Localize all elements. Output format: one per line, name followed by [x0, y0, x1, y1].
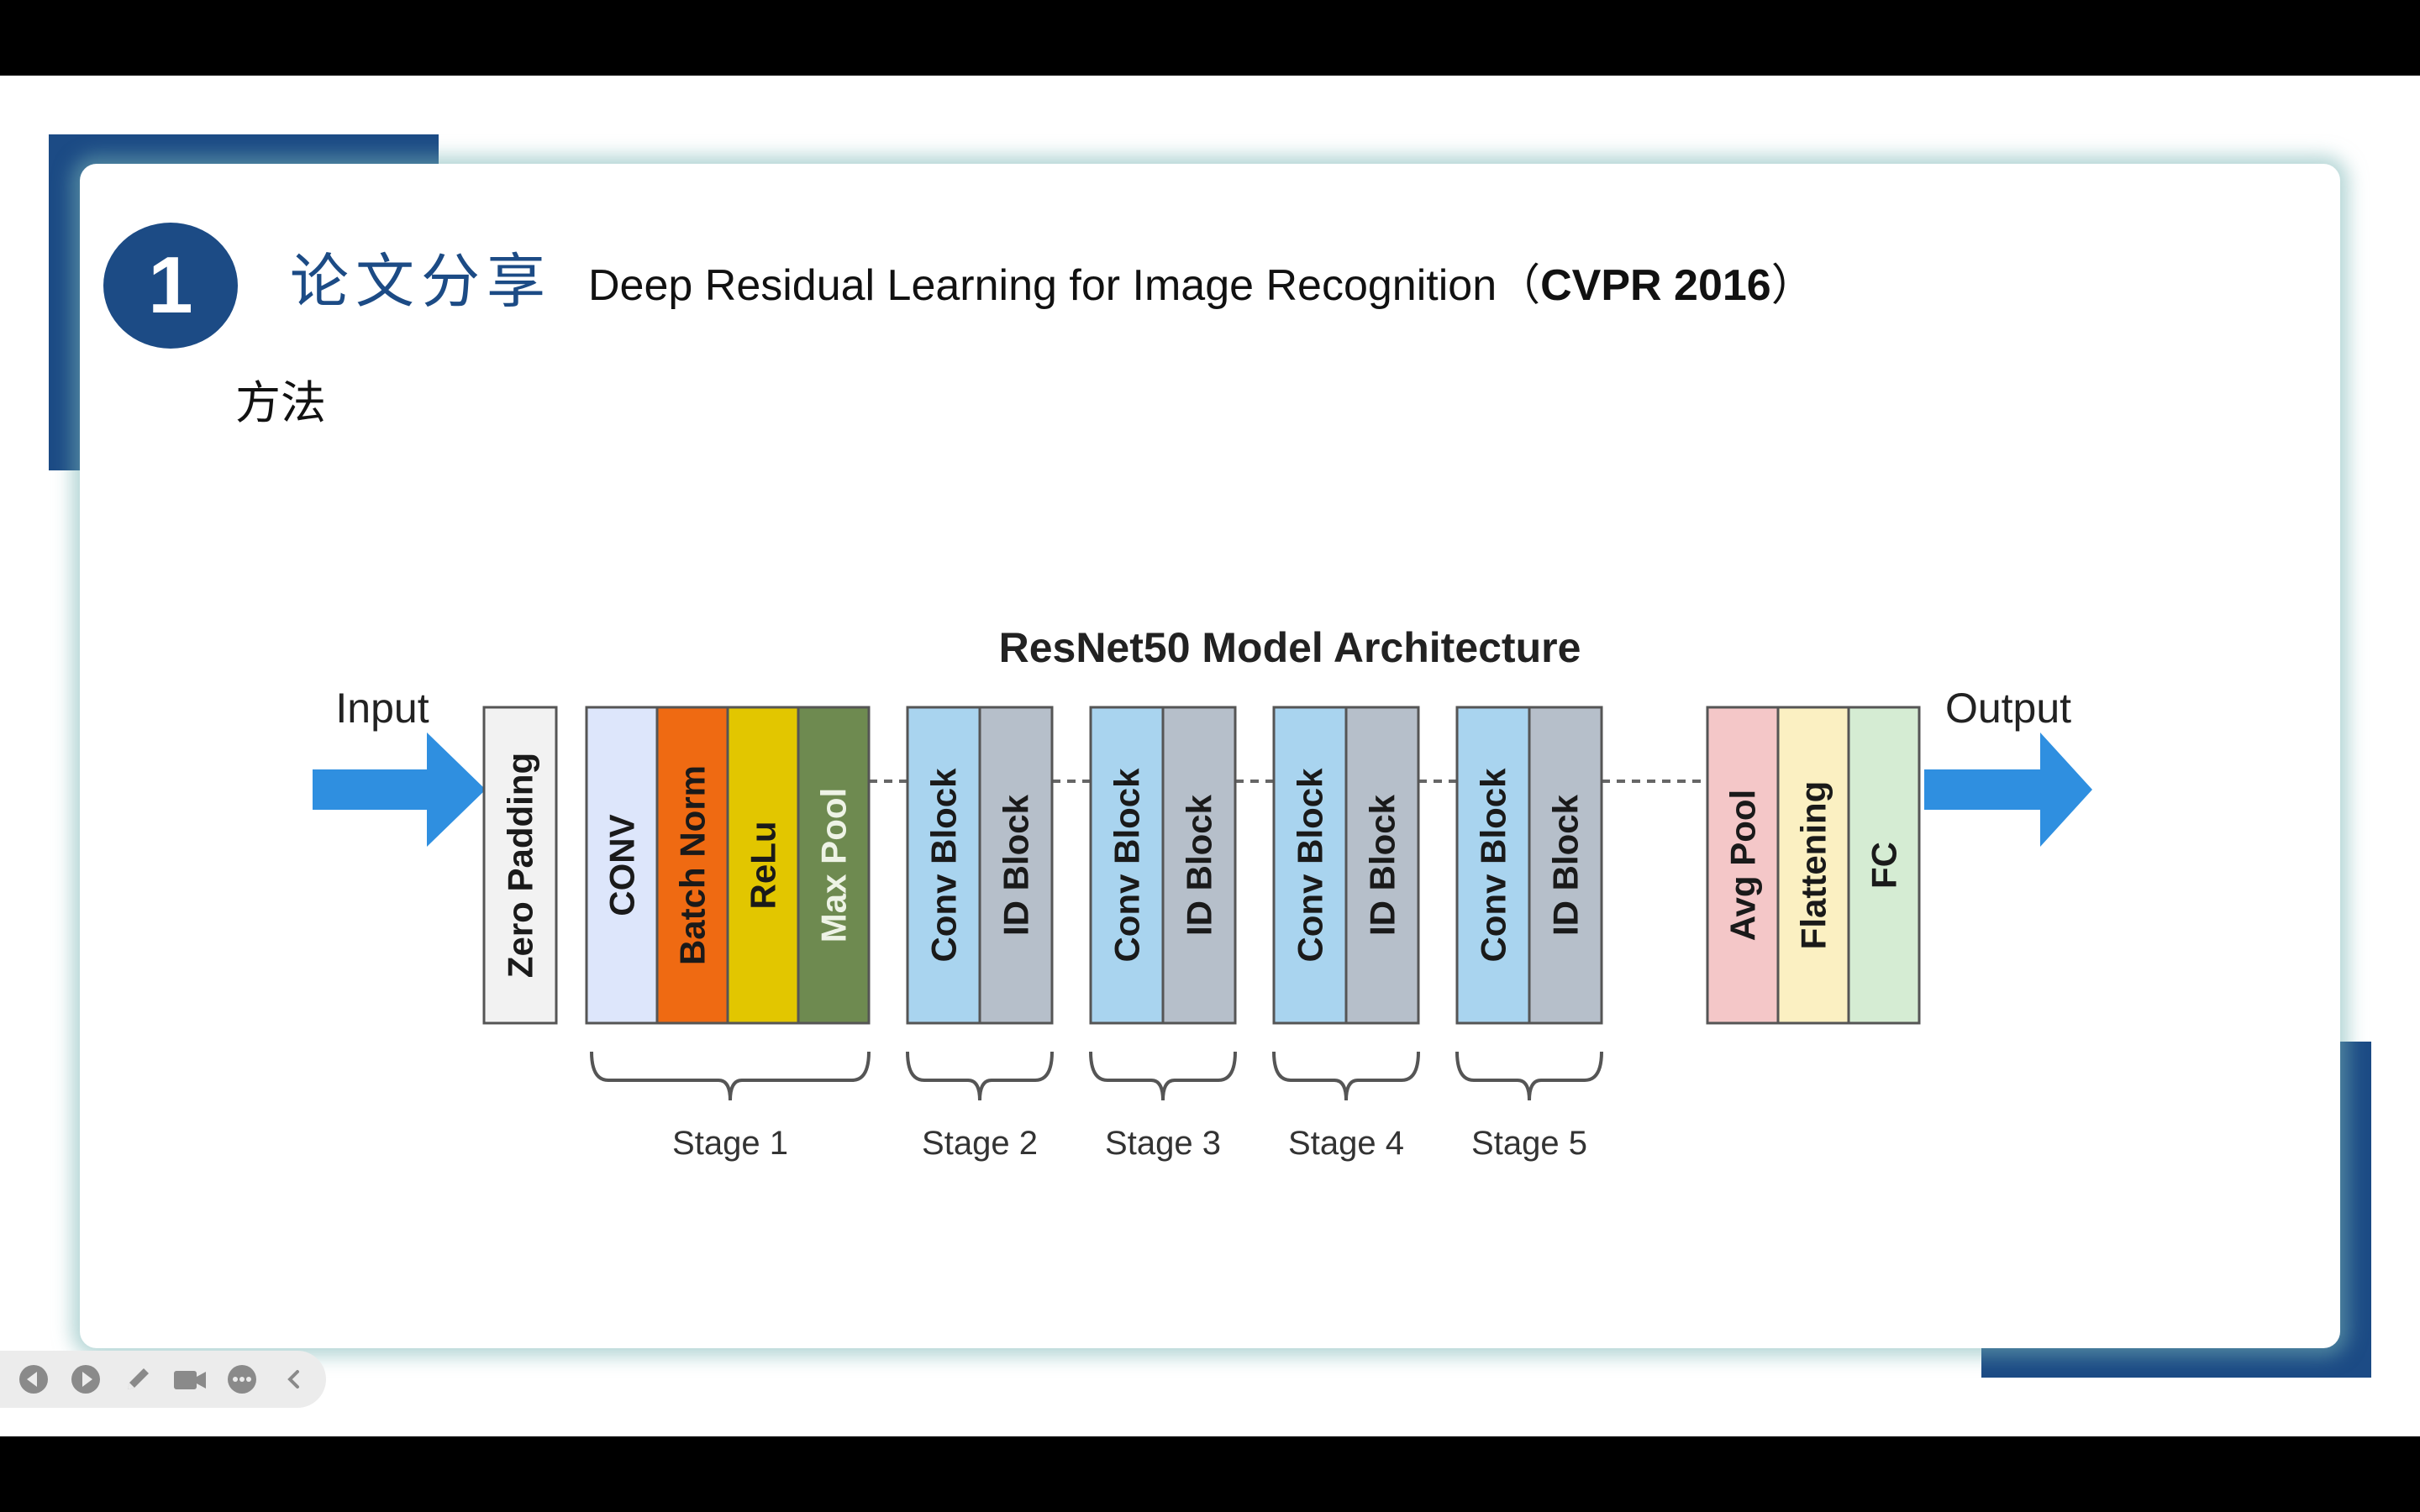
block-label: ID Block [1546, 794, 1586, 936]
next-slide-button[interactable] [64, 1357, 108, 1401]
block-zero-padding-0: Zero Padding [482, 706, 558, 1025]
stage-brace-1 [590, 1051, 871, 1101]
block-rect [978, 706, 1054, 1025]
block-rect [1161, 706, 1237, 1025]
block-label: ID Block [1363, 794, 1402, 936]
block-rect [797, 706, 871, 1025]
stage-label-2: Stage 2 [922, 1125, 1038, 1162]
paper-title-text: Deep Residual Learning for Image Recogni… [588, 261, 1497, 310]
stage-label-3: Stage 3 [1105, 1125, 1221, 1162]
block-label: Conv Block [1291, 768, 1330, 963]
block-relu-3: ReLu [726, 706, 800, 1025]
block-batch-norm-2: Batch Norm [655, 706, 729, 1025]
block-label: Flattening [1794, 781, 1833, 950]
block-conv-block-5: Conv Block [906, 706, 981, 1025]
stage-brace-5 [1455, 1051, 1603, 1101]
stage-brace-2 [906, 1051, 1054, 1101]
block-conv-1: CONV [585, 706, 659, 1025]
camera-button[interactable] [168, 1357, 212, 1401]
block-fc-15: FC [1847, 706, 1921, 1025]
output-arrow-icon [1924, 732, 2092, 847]
block-rect [655, 706, 729, 1025]
block-label: Batch Norm [673, 765, 713, 965]
block-id-block-12: ID Block [1528, 706, 1603, 1025]
pen-tool-button[interactable] [116, 1357, 160, 1401]
block-rect [1528, 706, 1603, 1025]
block-flattening-14: Flattening [1776, 706, 1850, 1025]
stage-brace-4 [1272, 1051, 1420, 1101]
block-label: Max Pool [814, 788, 854, 942]
next-icon [71, 1365, 100, 1394]
block-label: Conv Block [1474, 768, 1513, 963]
block-max-pool-4: Max Pool [797, 706, 871, 1025]
more-options-button[interactable] [220, 1357, 264, 1401]
block-label: Conv Block [924, 768, 964, 963]
camera-icon [174, 1371, 206, 1389]
block-label: CONV [602, 814, 642, 916]
block-avg-pool-13: Avg Pool [1706, 706, 1780, 1025]
block-label: ID Block [1180, 794, 1219, 936]
subheading-method: 方法 [235, 376, 326, 429]
block-rect [1706, 706, 1780, 1025]
input-label: Input [335, 685, 429, 732]
block-rect [482, 706, 558, 1025]
prev-icon [19, 1365, 48, 1394]
more-icon [228, 1365, 256, 1394]
block-conv-block-9: Conv Block [1272, 706, 1348, 1025]
stage-braces: Stage 1 Stage 2 Stage 3 Stage 4 Stage 5 [590, 1051, 1603, 1162]
prev-slide-button[interactable] [12, 1357, 55, 1401]
paren-close: ） [1770, 261, 1815, 310]
block-label: ReLu [744, 822, 783, 910]
stage-label-4: Stage 4 [1288, 1125, 1404, 1162]
paper-title: Deep Residual Learning for Image Recogni… [588, 259, 1815, 312]
block-rect [1847, 706, 1921, 1025]
block-rect [1776, 706, 1850, 1025]
block-label: FC [1865, 842, 1904, 889]
block-conv-block-7: Conv Block [1089, 706, 1165, 1025]
collapse-toolbar-button[interactable] [272, 1357, 316, 1401]
input-arrow-icon [313, 732, 486, 847]
block-id-block-6: ID Block [978, 706, 1054, 1025]
stage-label-1: Stage 1 [672, 1125, 788, 1162]
output-label: Output [1945, 685, 2071, 732]
block-id-block-8: ID Block [1161, 706, 1237, 1025]
stage-brace-3 [1089, 1051, 1237, 1101]
paren-open: （ [1497, 261, 1541, 310]
blocks-layer: Zero Padding CONV Batch Norm ReLu Max Pool Co… [482, 706, 1921, 1025]
resnet50-architecture-diagram: ResNet50 Model Architecture Input Output… [313, 624, 2092, 1162]
paper-venue: CVPR 2016 [1540, 261, 1771, 310]
section-title: 论文分享 [290, 247, 552, 316]
block-label: ID Block [997, 794, 1036, 936]
stage-label-5: Stage 5 [1471, 1125, 1587, 1162]
pen-icon [128, 1368, 149, 1389]
section-number-badge: 1 [103, 223, 238, 349]
block-label: Avg Pool [1723, 790, 1763, 941]
presenter-toolbar [0, 1351, 326, 1408]
block-label: Conv Block [1107, 768, 1147, 963]
collapse-icon [287, 1370, 299, 1389]
block-label: Zero Padding [501, 753, 540, 978]
block-rect [1344, 706, 1420, 1025]
block-id-block-10: ID Block [1344, 706, 1420, 1025]
block-conv-block-11: Conv Block [1455, 706, 1531, 1025]
diagram-title: ResNet50 Model Architecture [999, 624, 1581, 671]
slide-viewport: 1 论文分享 Deep Residual Learning for Image … [0, 76, 2420, 1436]
